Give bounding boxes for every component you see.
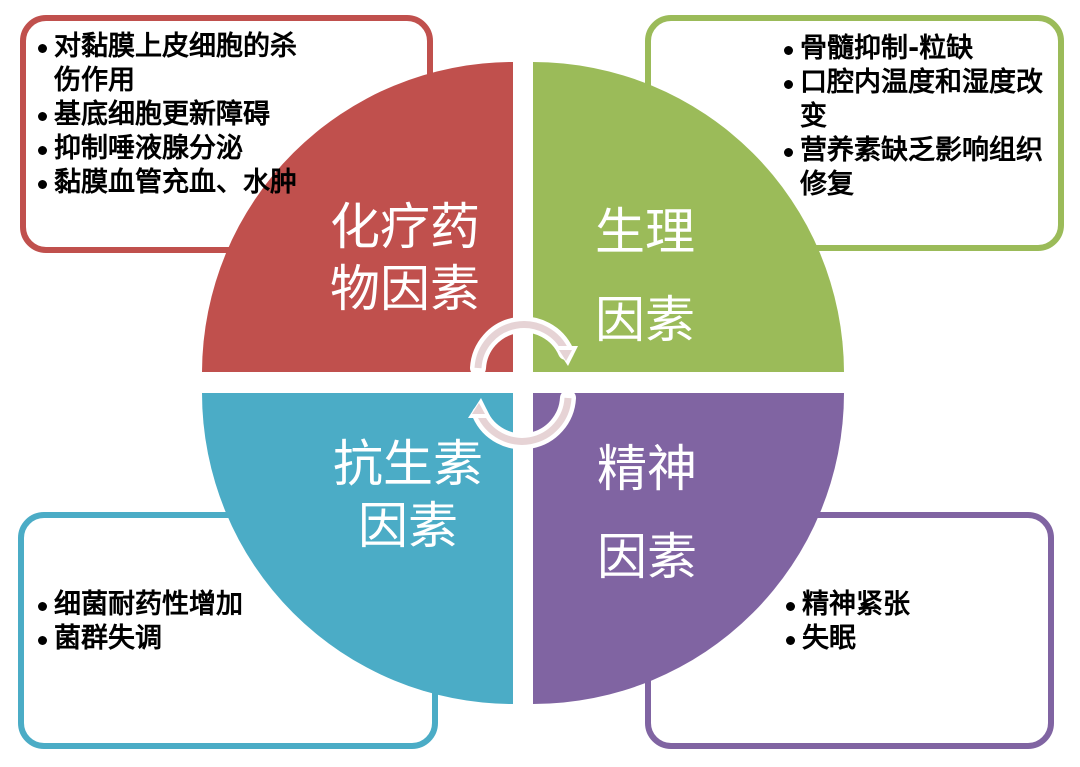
chemo-detail-list: 对黏膜上皮细胞的杀伤作用 基底细胞更新障碍 抑制唾液腺分泌 黏膜血管充血、水肿 [38, 30, 323, 200]
list-item: 抑制唾液腺分泌 [38, 132, 323, 166]
bullet-icon [786, 636, 795, 645]
antibiotic-label-line2: 因素 [358, 497, 458, 555]
physiological-quadrant-label: 生理 因素 [590, 188, 700, 364]
list-item: 黏膜血管充血、水肿 [38, 166, 323, 200]
physiological-detail-list: 骨髓抑制-粒缺 口腔内温度和湿度改变 营养素缺乏影响组织修复 [784, 32, 1054, 202]
antibiotic-quadrant-label: 抗生素 因素 [328, 433, 488, 557]
list-item: 基底细胞更新障碍 [38, 98, 323, 132]
list-item-text: 黏膜血管充血、水肿 [54, 167, 297, 198]
bullet-icon [784, 46, 793, 55]
antibiotic-detail-list: 细菌耐药性增加 菌群失调 [38, 588, 338, 656]
physiological-quadrant [533, 62, 844, 372]
list-item-text: 口腔内温度和湿度改变 [800, 67, 1043, 132]
list-item: 精神紧张 [786, 588, 1026, 622]
mental-label-line2: 因素 [597, 528, 697, 586]
mental-detail-list: 精神紧张 失眠 [786, 588, 1026, 656]
list-item: 失眠 [786, 622, 1026, 656]
cycle-arrow-bottom-icon [468, 390, 576, 450]
list-item: 菌群失调 [38, 622, 338, 656]
bullet-icon [38, 112, 47, 121]
chemo-label-line1: 化疗药 [330, 198, 480, 256]
bullet-icon [38, 180, 47, 189]
bullet-icon [38, 636, 47, 645]
chemo-label-line2: 物因素 [330, 260, 480, 318]
list-item: 细菌耐药性增加 [38, 588, 338, 622]
bullet-icon [38, 602, 47, 611]
bullet-icon [784, 80, 793, 89]
chemo-quadrant [202, 62, 513, 372]
list-item: 口腔内温度和湿度改变 [784, 66, 1054, 134]
mental-quadrant-label: 精神 因素 [592, 425, 702, 601]
list-item-text: 失眠 [802, 623, 856, 654]
bullet-icon [38, 146, 47, 155]
bullet-icon [784, 148, 793, 157]
list-item-text: 营养素缺乏影响组织修复 [800, 135, 1043, 200]
bullet-icon [38, 44, 47, 53]
list-item-text: 细菌耐药性增加 [54, 589, 243, 620]
cycle-arrow-top-icon [470, 316, 578, 376]
list-item-text: 精神紧张 [802, 589, 910, 620]
antibiotic-label-line1: 抗生素 [333, 435, 483, 493]
list-item: 营养素缺乏影响组织修复 [784, 134, 1054, 202]
physiological-label-line2: 因素 [595, 291, 695, 349]
chemo-quadrant-label: 化疗药 物因素 [325, 196, 485, 320]
list-item: 骨髓抑制-粒缺 [784, 32, 1054, 66]
physiological-label-line1: 生理 [595, 203, 695, 261]
antibiotic-quadrant [202, 393, 513, 704]
list-item-text: 基底细胞更新障碍 [54, 99, 270, 130]
list-item: 对黏膜上皮细胞的杀伤作用 [38, 30, 323, 98]
mental-label-line1: 精神 [597, 440, 697, 498]
list-item-text: 抑制唾液腺分泌 [54, 133, 243, 164]
list-item-text: 菌群失调 [54, 623, 162, 654]
list-item-text: 对黏膜上皮细胞的杀伤作用 [54, 31, 297, 96]
list-item-text: 骨髓抑制-粒缺 [800, 33, 974, 64]
mental-quadrant [533, 393, 844, 704]
bullet-icon [786, 602, 795, 611]
